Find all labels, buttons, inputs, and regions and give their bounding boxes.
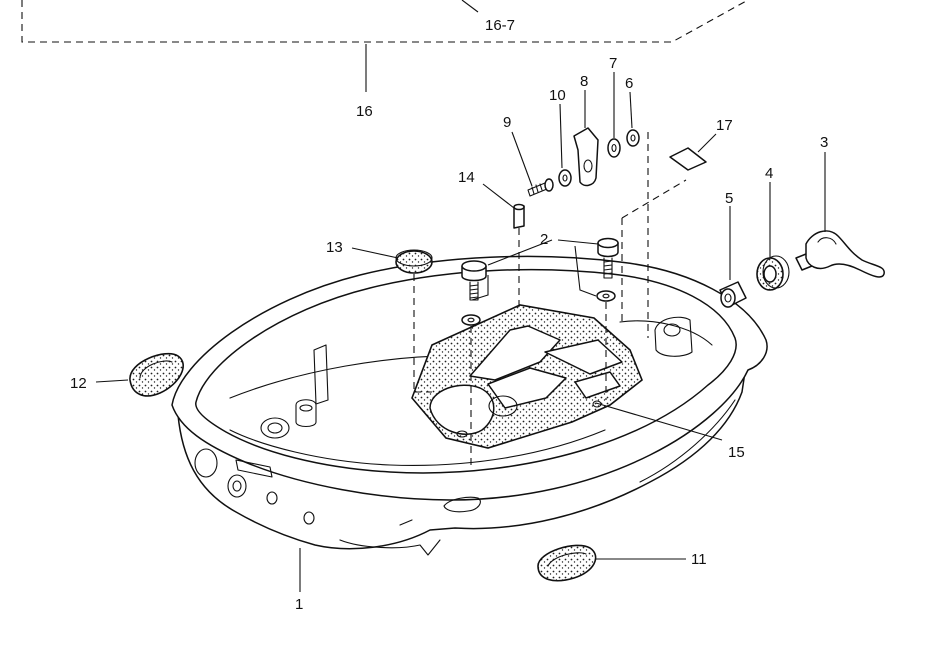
gasket-15	[411, 304, 643, 449]
grommet-13	[395, 249, 433, 274]
seal-4	[756, 255, 790, 291]
assembly-guide-lines	[413, 132, 687, 470]
callout-2: 2	[540, 231, 548, 248]
screw-9	[527, 178, 554, 197]
callout-11: 11	[691, 551, 707, 568]
callout-10: 10	[549, 87, 566, 104]
callout-9: 9	[503, 114, 511, 131]
callout-1: 1	[295, 596, 303, 613]
washer-7	[607, 138, 621, 158]
callout-17: 17	[716, 117, 733, 134]
callout-7: 7	[609, 55, 617, 72]
callout-3: 3	[820, 134, 828, 151]
grommet-11	[537, 544, 597, 582]
top-cowling-outline-16	[21, 0, 749, 92]
washer-6	[626, 129, 640, 147]
leader-lines	[95, 72, 826, 592]
grommet-12	[129, 352, 184, 397]
callout-8: 8	[580, 73, 588, 90]
callout-12: 12	[70, 375, 87, 392]
dowel-pin-14	[513, 203, 525, 229]
bolt-2-right	[596, 237, 619, 302]
callout-labels: 1 2 3 4 5 6 7 8 9 10 11 12 13 14 15 16 1…	[70, 17, 828, 613]
washer-10	[558, 169, 572, 187]
callout-4: 4	[765, 165, 773, 182]
callout-6: 6	[625, 75, 633, 92]
bolt-2-left	[461, 260, 487, 326]
bushing-5	[719, 281, 747, 308]
callout-14: 14	[458, 169, 475, 186]
callout-16: 16	[356, 103, 373, 120]
callout-15: 15	[728, 444, 745, 461]
callout-16-7: 16-7	[485, 17, 515, 34]
lever-3	[795, 230, 885, 278]
bracket-8	[573, 127, 599, 187]
label-plate-17	[669, 147, 707, 171]
callout-5: 5	[725, 190, 733, 207]
callout-13: 13	[326, 239, 343, 256]
